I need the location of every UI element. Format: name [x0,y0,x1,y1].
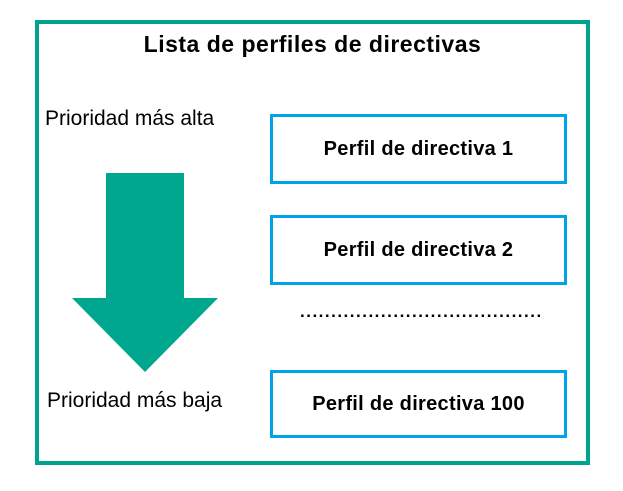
priority-highest-label: Prioridad más alta [45,107,215,130]
policy-profile-box-2: Perfil de directiva 2 [270,215,567,285]
policy-profile-2-label: Perfil de directiva 2 [323,238,514,261]
priority-direction-arrow-icon [72,173,218,372]
down-arrow-shape [72,173,218,372]
policy-profile-box-1: Perfil de directiva 1 [270,114,567,184]
diagram-title: Lista de perfiles de directivas [143,31,482,57]
priority-lowest-label: Prioridad más baja [47,389,223,412]
ellipsis-separator: ........................................… [300,302,540,321]
policy-profile-box-100: Perfil de directiva 100 [270,370,567,438]
policy-profile-100-label: Perfil de directiva 100 [312,392,525,415]
policy-profile-1-label: Perfil de directiva 1 [323,137,514,160]
